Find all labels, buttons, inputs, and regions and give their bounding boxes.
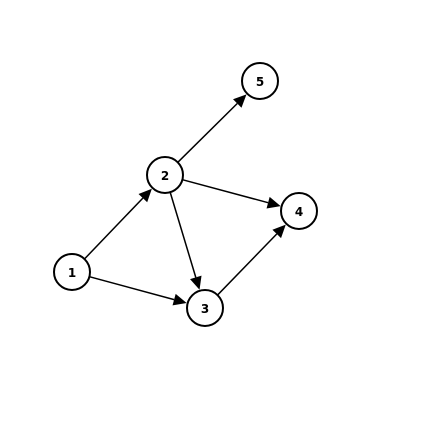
edge-1-3 xyxy=(89,275,187,306)
edge-2-4-arrowhead xyxy=(266,196,281,209)
edge-1-2-arrowhead xyxy=(138,188,152,203)
edge-2-3-arrowhead xyxy=(190,275,202,290)
edge-2-4 xyxy=(182,178,281,209)
node-5: 5 xyxy=(241,62,279,100)
node-2-label: 2 xyxy=(161,169,169,183)
edge-1-2-line xyxy=(83,197,144,260)
node-4-label: 4 xyxy=(295,205,303,219)
edge-2-5 xyxy=(177,94,247,163)
node-2-circle xyxy=(146,156,184,194)
node-1-label: 1 xyxy=(68,266,76,280)
edge-2-3 xyxy=(169,192,202,290)
node-4: 4 xyxy=(280,192,318,230)
edge-1-3-arrowhead xyxy=(172,293,187,306)
edge-3-4-arrowhead xyxy=(272,224,286,239)
node-5-circle xyxy=(241,62,279,100)
node-2: 2 xyxy=(146,156,184,194)
edge-2-5-arrowhead xyxy=(233,94,247,108)
edge-1-2 xyxy=(83,188,152,260)
edge-1-3-line xyxy=(89,275,175,301)
edge-2-4-line xyxy=(182,178,269,204)
nodes-layer: 1 2 3 4 5 xyxy=(53,62,318,327)
edge-2-3-line xyxy=(169,192,197,278)
node-3: 3 xyxy=(186,289,224,327)
edge-3-4-line xyxy=(216,233,278,296)
edge-2-5-line xyxy=(177,102,238,163)
node-1: 1 xyxy=(53,253,91,291)
node-1-circle xyxy=(53,253,91,291)
node-3-circle xyxy=(186,289,224,327)
node-4-circle xyxy=(280,192,318,230)
edge-3-4 xyxy=(216,224,286,296)
node-3-label: 3 xyxy=(201,302,209,316)
edges-layer xyxy=(83,94,286,306)
node-5-label: 5 xyxy=(256,75,264,89)
